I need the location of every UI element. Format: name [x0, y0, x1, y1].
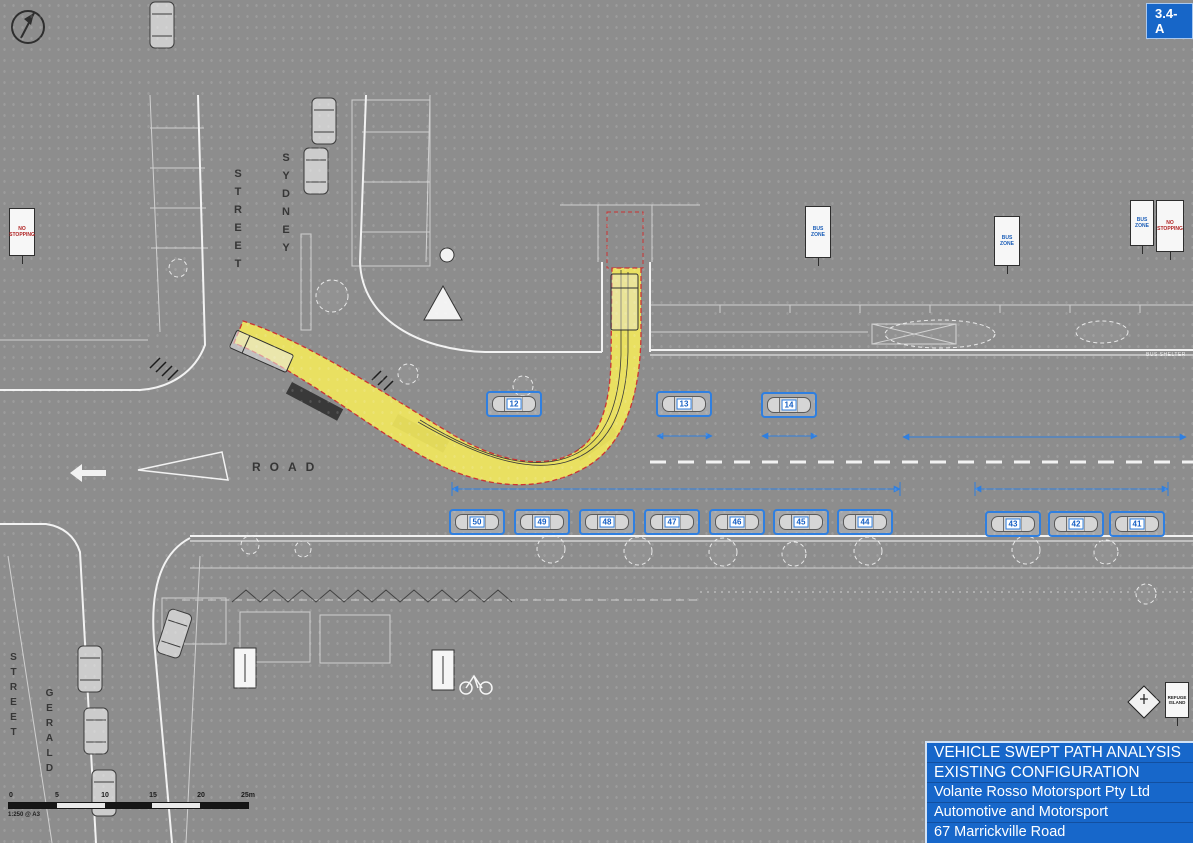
north-arrow-icon	[11, 10, 45, 44]
car-icon	[1054, 516, 1098, 532]
parking-bay-number: 42	[1068, 518, 1084, 530]
scale-note: 1:250 @ A3	[8, 812, 40, 818]
title-line-2: EXISTING CONFIGURATION	[927, 763, 1193, 783]
street-label-gerald-street: STREET	[8, 652, 19, 742]
scale-bar-segment	[104, 803, 153, 808]
parking-bay: 49	[514, 509, 570, 535]
parking-bay-number: 45	[793, 516, 809, 528]
dimension-lines	[451, 432, 1187, 496]
scale-bar-segment	[57, 803, 105, 808]
title-block: VEHICLE SWEPT PATH ANALYSIS EXISTING CON…	[925, 741, 1193, 843]
parking-bay-number: 41	[1129, 518, 1145, 530]
road-kerb-lines	[0, 94, 1193, 843]
parking-bay: 12	[486, 391, 542, 417]
bus-zone-sign: BUS ZONE	[1130, 200, 1154, 254]
parking-bay-number: 46	[729, 516, 745, 528]
street-label-sydney: SYDNEY	[280, 152, 292, 260]
parking-bay: 13	[656, 391, 712, 417]
building-awning-line	[231, 589, 513, 603]
scale-bar-labels: 0 5 10 15 20 25m	[8, 792, 258, 801]
no-stopping-sign: NO STOPPING	[1156, 200, 1184, 260]
parking-bay: 50	[449, 509, 505, 535]
scale-bar-segments	[8, 802, 249, 809]
bus-zone-sign: BUS ZONE	[994, 216, 1020, 274]
car-icon	[520, 514, 564, 530]
refuge-island-sign: REFUGE ISLAND	[1165, 682, 1189, 726]
title-line-1: VEHICLE SWEPT PATH ANALYSIS	[927, 743, 1193, 763]
scale-tick-label: 5	[55, 792, 59, 799]
parking-bay: 42	[1048, 511, 1104, 537]
street-label-sydney-street: STREET	[232, 168, 244, 276]
parking-bay: 44	[837, 509, 893, 535]
scale-bar-segment	[9, 803, 57, 808]
parking-bay-number: 44	[857, 516, 873, 528]
street-label-gerald: GERALD	[44, 688, 55, 778]
scale-tick-label: 15	[149, 792, 157, 799]
scale-tick-label: 10	[101, 792, 109, 799]
parking-bay: 48	[579, 509, 635, 535]
parking-bay: 14	[761, 392, 817, 418]
sign-symbols	[233, 247, 1161, 719]
scale-bar-segment	[200, 803, 248, 808]
title-line-5: 67 Marrickville Road	[934, 824, 1066, 840]
scale-bar: 0 5 10 15 20 25m 1:250 @ A3	[8, 792, 258, 818]
parking-bay-number: 47	[664, 516, 680, 528]
swept-path-envelope	[229, 211, 644, 486]
street-label-road: ROAD	[252, 460, 324, 474]
boundary-lines	[0, 94, 1193, 843]
parking-bay-number: 43	[1005, 518, 1021, 530]
scale-tick-label: 20	[197, 792, 205, 799]
parking-bay: 47	[644, 509, 700, 535]
parking-bay-number: 50	[469, 516, 485, 528]
parking-bay: 41	[1109, 511, 1165, 537]
parking-bay-number: 14	[781, 399, 797, 411]
scale-bar-segment	[152, 803, 200, 808]
no-stopping-sign: NO STOPPING	[9, 208, 35, 264]
title-line-3: Volante Rosso Motorsport Pty Ltd	[927, 783, 1193, 803]
title-line-4: Automotive and Motorsport	[927, 803, 1193, 823]
bus-zone-sign: BUS ZONE	[805, 206, 831, 266]
scale-tick-label: 25m	[240, 792, 256, 799]
car-icon	[1115, 516, 1159, 532]
bus-shelter-label: BUS SHELTER	[1146, 352, 1186, 358]
scale-tick-label: 0	[9, 792, 13, 799]
sheet-number-badge: 3.4-A	[1146, 3, 1193, 39]
parking-bay: 46	[709, 509, 765, 535]
parking-bay-number: 13	[676, 398, 692, 410]
parking-bay-number: 12	[506, 398, 522, 410]
parking-bay-number: 49	[534, 516, 550, 528]
parking-bay: 45	[773, 509, 829, 535]
parking-bay-number: 48	[599, 516, 615, 528]
parking-bay: 43	[985, 511, 1041, 537]
parked-vehicles	[77, 1, 337, 817]
tree-canopies	[168, 258, 1157, 605]
